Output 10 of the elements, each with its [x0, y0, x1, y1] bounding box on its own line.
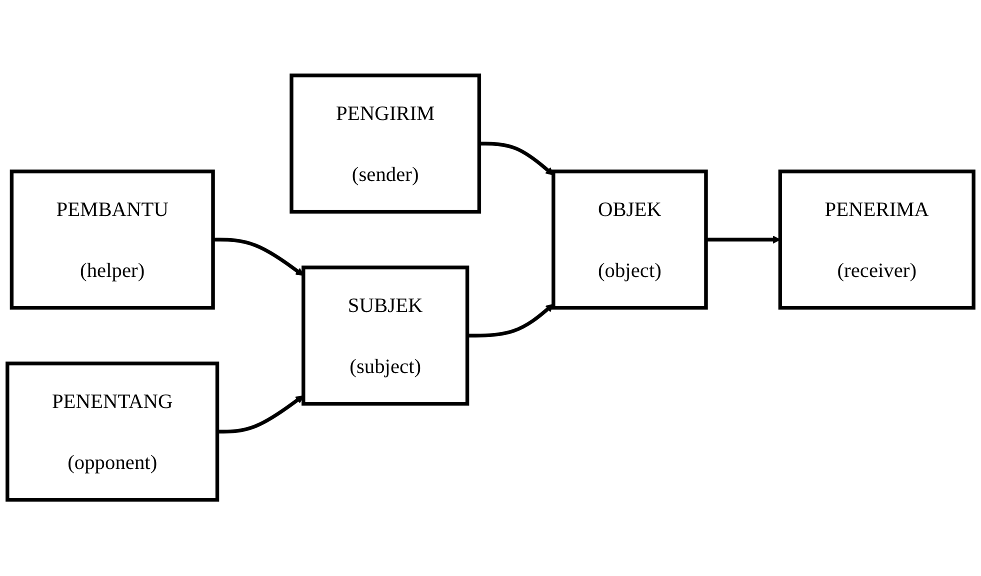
node-box: PEMBANTU (helper)	[10, 170, 215, 310]
node-box: PENGIRIM (sender)	[290, 74, 482, 214]
node-box: PENENTANG (opponent)	[6, 362, 220, 502]
arrow	[479, 142, 554, 176]
node-box: OBJEK (object)	[552, 170, 708, 310]
arrow	[213, 238, 304, 276]
node-box: PENERIMA (receiver)	[778, 170, 976, 310]
arrow	[217, 396, 304, 434]
arrow	[467, 304, 554, 338]
node-box: SUBJEK (subject)	[302, 266, 470, 406]
